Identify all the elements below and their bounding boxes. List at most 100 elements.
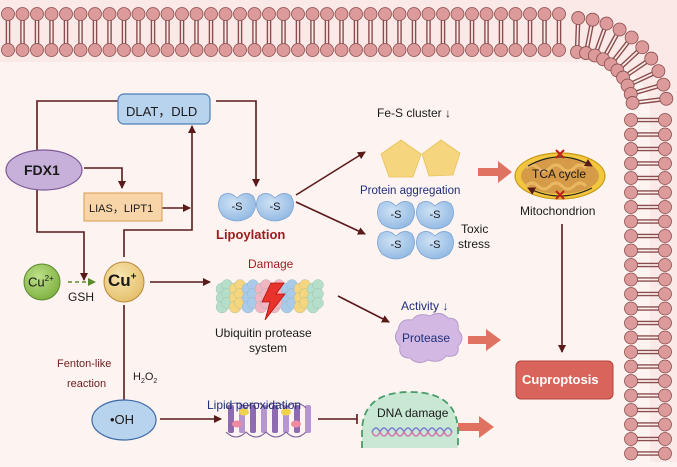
helix-strand: [272, 405, 278, 433]
fdx1-node: [5, 149, 83, 191]
phospholipid: [624, 446, 672, 461]
cuproptosis-label: Cuproptosis: [522, 372, 599, 387]
phospholipid: [450, 7, 465, 57]
h2o2-sub1: 2: [140, 378, 145, 386]
helix-loop: [225, 402, 307, 409]
fdx1-label: FDX1: [24, 162, 60, 178]
protein-aggregation-label: Protein aggregation: [360, 185, 461, 197]
fenton-label-2: reaction: [67, 378, 107, 390]
phospholipid: [218, 7, 233, 57]
lias-lipt1-box: [83, 192, 163, 222]
phospholipid: [15, 7, 30, 57]
phospholipid: [320, 7, 334, 57]
phospholipid: [624, 359, 672, 374]
cu1-charge: +: [130, 271, 137, 283]
phospholipid: [523, 7, 537, 57]
phospholipid: [624, 272, 672, 287]
toxic-stress-label-1: Toxic: [461, 222, 489, 236]
phospholipid: [624, 171, 672, 185]
ups-label-1: Ubiquitin protease: [215, 326, 312, 340]
helix-strand: [261, 405, 267, 433]
phospholipid: [624, 258, 672, 272]
cu1-label: Cu+: [108, 271, 137, 291]
h2o2-label: H2O2: [133, 371, 157, 385]
phospholipid: [624, 432, 672, 446]
phospholipid: [624, 127, 672, 142]
fes-cluster-label: Fe-S cluster ↓: [377, 106, 452, 120]
cu1-node: [103, 261, 145, 303]
dlat-dld-label: DLAT，DLD: [126, 104, 198, 119]
big-arrow-to-mito: [478, 161, 512, 183]
helix-strand: [228, 405, 234, 433]
helix-loop: [225, 431, 307, 438]
phospholipid: [378, 7, 392, 57]
cofactor: [239, 408, 249, 416]
phospholipid: [624, 156, 672, 171]
h2o2-o: O: [144, 371, 154, 383]
phospholipid: [624, 403, 672, 417]
phospholipid: [624, 316, 672, 330]
phospholipid: [407, 7, 421, 57]
dna-strand: [371, 430, 453, 437]
lightning-damage-icon: [261, 282, 286, 321]
mitochondrion: [514, 149, 606, 200]
phospholipid: [624, 243, 672, 258]
phospholipid: [262, 7, 276, 57]
svg-text:-S: -S: [430, 209, 441, 221]
big-arrow-dna-to-cuproptosis: [458, 416, 494, 438]
phospholipid: [616, 51, 659, 85]
cofactor: [291, 420, 301, 428]
tca-arrow-top: [527, 156, 593, 167]
phospholipid: [624, 301, 672, 316]
phospholipid: [1, 7, 15, 57]
phospholipid: [624, 214, 672, 229]
phospholipid: [623, 77, 671, 101]
arrow-fdx1-to-dlat: [36, 97, 138, 150]
phospholipid: [624, 388, 672, 403]
lipoylated-proteins: -S-S: [218, 193, 294, 222]
lipid-peroxidation-label: Lipid peroxidation: [207, 398, 302, 412]
phospholipid: [131, 7, 146, 57]
phospholipid: [160, 7, 175, 57]
tca-block-top-icon: [555, 149, 565, 159]
agg-bean: -S: [377, 201, 415, 230]
ups-label-2: system: [249, 341, 288, 355]
protease-blob: [394, 312, 463, 364]
agg-bean: -S: [416, 201, 454, 230]
phospholipid: [349, 7, 363, 57]
line-cu-to-dlat: [123, 125, 196, 257]
phospholipid: [189, 7, 204, 57]
protease-label: Protease: [402, 331, 451, 345]
phospholipid: [624, 229, 672, 243]
cu2-base: Cu: [28, 274, 45, 290]
phospholipid: [436, 7, 450, 57]
helix-strand: [250, 405, 256, 433]
svg-text:-S: -S: [430, 239, 441, 251]
dlat-dld-box: [117, 93, 211, 125]
phospholipid: [624, 142, 672, 156]
h2o2-h: H: [133, 371, 141, 383]
phospholipid: [624, 113, 672, 127]
lipoyl-bean: -S: [218, 193, 256, 222]
phospholipid: [494, 7, 508, 57]
phospholipid: [117, 7, 131, 57]
phospholipid: [421, 7, 436, 57]
arrow-ups-to-protease: [337, 295, 390, 323]
mitochondrion-label: Mitochondrion: [520, 204, 596, 218]
oh-radical-node: [91, 399, 157, 441]
phospholipid: [73, 7, 88, 57]
aggregated-proteins: -S-S-S-S: [377, 201, 454, 260]
phospholipid: [146, 7, 160, 57]
phospholipid: [392, 7, 407, 57]
lipid-peroxidation-protein: [225, 402, 311, 438]
phospholipid: [610, 40, 650, 78]
big-arrow-protease-to-cuproptosis: [468, 329, 501, 351]
cuproptosis-box: [515, 360, 614, 400]
phospholipid: [465, 7, 479, 57]
phospholipid: [625, 91, 674, 110]
cu2-charge: 2+: [44, 274, 54, 283]
oh-radical-label: •OH: [110, 412, 135, 427]
cu2-label: Cu2+: [28, 274, 54, 289]
